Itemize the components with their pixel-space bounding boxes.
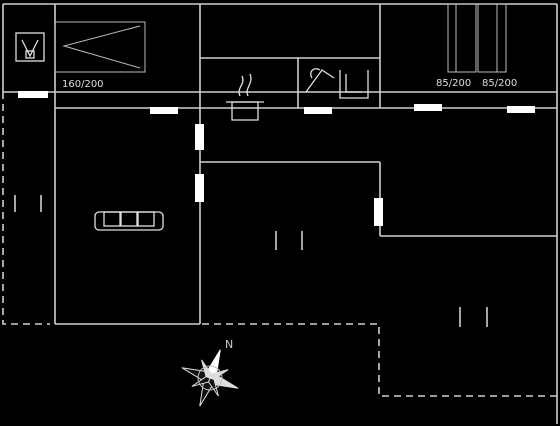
window [195, 124, 204, 150]
exterior-walls [2, 3, 558, 424]
single-bed-frame [447, 3, 477, 73]
toilet-icon [15, 32, 45, 62]
terrace-outline [2, 92, 557, 397]
windows [18, 91, 535, 226]
window [18, 91, 48, 98]
window [374, 198, 383, 226]
window [414, 104, 442, 111]
compass-rose-icon [181, 349, 239, 407]
window [150, 107, 178, 114]
single-bed-label-b: 85/200 [482, 78, 517, 89]
double-bed: 160/200 [54, 21, 146, 90]
window [507, 106, 535, 113]
sofa-icon [94, 211, 164, 231]
interior-walls [54, 4, 557, 325]
compass-north-label: N [225, 338, 233, 351]
window [304, 107, 332, 114]
single-beds: 85/200 85/200 [436, 3, 517, 89]
cooking-pot-icon [226, 73, 264, 121]
bed-frame [54, 21, 146, 73]
single-bed-frame [477, 3, 507, 73]
single-bed-label-a: 85/200 [436, 78, 471, 89]
room-markers [14, 195, 488, 327]
shower-icon [305, 68, 369, 99]
bed-cover-fold [62, 25, 141, 69]
double-bed-label: 160/200 [62, 79, 104, 90]
window [195, 174, 204, 202]
